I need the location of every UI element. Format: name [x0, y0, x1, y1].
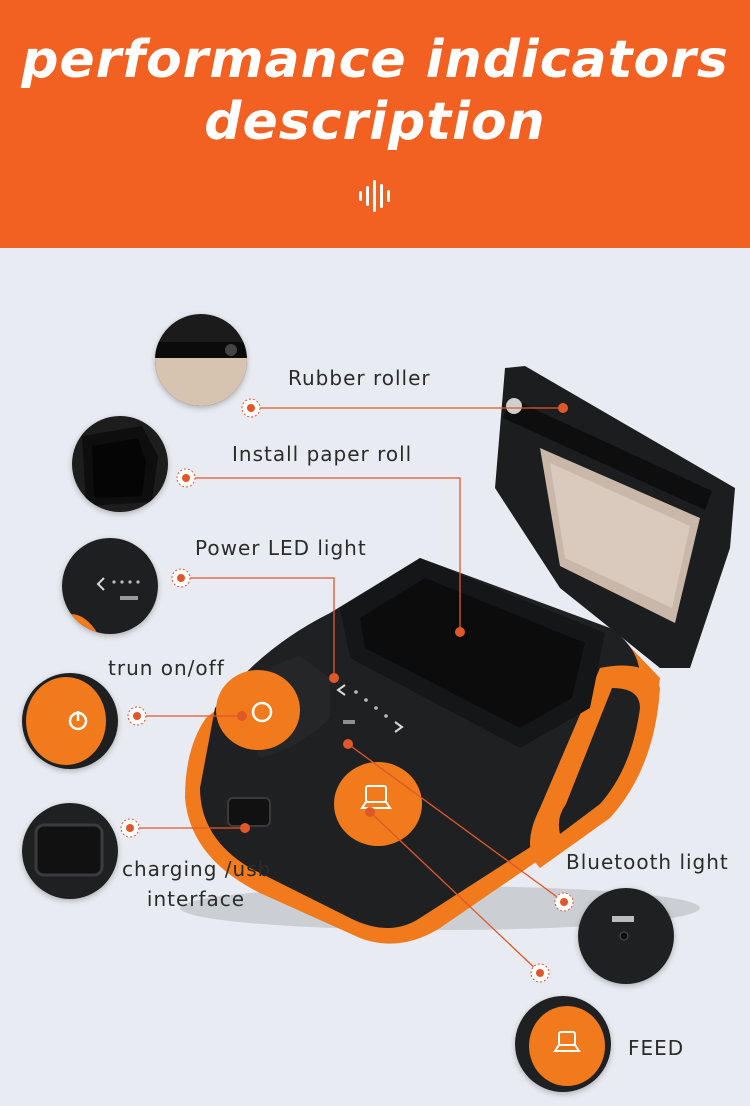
header-banner: performance indicators description [0, 0, 750, 248]
label-turn-on-off: trun on/off [108, 656, 225, 680]
label-rubber-roller: Rubber roller [288, 366, 431, 390]
title-line-1: performance indicators [21, 30, 729, 90]
label-charging-usb: charging /usb interface [122, 854, 270, 914]
printer-illustration [120, 366, 735, 983]
rubber-roller-thumbnail [155, 314, 247, 406]
power-button-thumbnail [22, 673, 118, 769]
usb-port-thumbnail [22, 803, 118, 899]
paper-compartment-thumbnail [72, 416, 168, 512]
label-install-paper-roll: Install paper roll [232, 442, 413, 466]
bluetooth-light-thumbnail [578, 888, 674, 984]
product-diagram: Rubber roller Install paper roll Power L… [0, 248, 750, 1106]
label-feed: FEED [628, 1036, 685, 1060]
label-charging-usb-line2: interface [146, 887, 246, 911]
power-led-thumbnail [62, 538, 158, 634]
label-bluetooth-light: Bluetooth light [566, 850, 729, 874]
label-power-led-light: Power LED light [195, 536, 367, 560]
title-line-2: description [204, 92, 546, 152]
label-charging-usb-line1: charging /usb [122, 857, 272, 881]
soundwave-icon [359, 180, 390, 212]
feed-button-thumbnail [515, 996, 611, 1092]
